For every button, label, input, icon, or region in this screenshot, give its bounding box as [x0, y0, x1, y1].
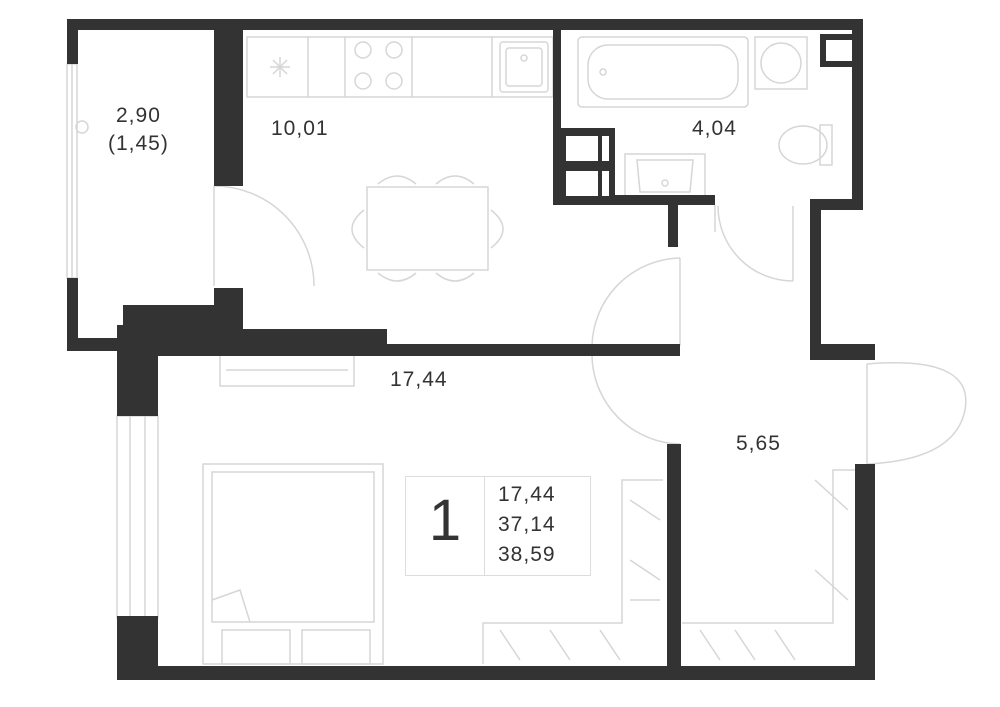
wardrobe-hall: [682, 469, 860, 661]
living-area: 17,44: [390, 368, 448, 391]
door-living: [591, 257, 681, 445]
kitchen-counter: [246, 36, 554, 98]
door-kitchen: [213, 185, 315, 287]
asterisk-icon: [270, 57, 290, 77]
balcony-area-reduced: (1,45): [108, 132, 169, 155]
summary-box: 1 17,44 37,14 38,59: [405, 476, 591, 576]
summary-living-area: 17,44: [498, 483, 556, 506]
bathroom-area: 4,04: [692, 117, 737, 140]
wardrobe-living: [482, 479, 663, 664]
ventilation-shaft: [558, 128, 615, 203]
summary-total-with-balcony: 38,59: [498, 543, 556, 566]
summary-divider: [484, 477, 485, 575]
room-count: 1: [428, 488, 462, 553]
window-balcony: [66, 63, 89, 279]
bathtub-icon: [577, 36, 749, 108]
bed-icon: [202, 463, 384, 665]
window-living: [116, 415, 159, 619]
toilet-icon: [778, 124, 833, 166]
balcony-area: 2,90: [116, 104, 161, 127]
walls: [67, 19, 875, 680]
door-bathroom: [714, 205, 794, 282]
washing-machine-icon: [754, 36, 808, 90]
bathroom-sink-icon: [624, 153, 706, 203]
kitchen-sink-icon: [499, 41, 549, 93]
summary-total-area: 37,14: [498, 513, 556, 536]
furniture-layer: [66, 36, 967, 665]
door-entrance: [866, 361, 967, 465]
kitchen-area: 10,01: [271, 117, 329, 140]
dining-table: [351, 175, 504, 282]
stove-icon: [354, 41, 403, 90]
hall-area: 5,65: [736, 432, 781, 455]
tv-stand: [219, 354, 355, 387]
